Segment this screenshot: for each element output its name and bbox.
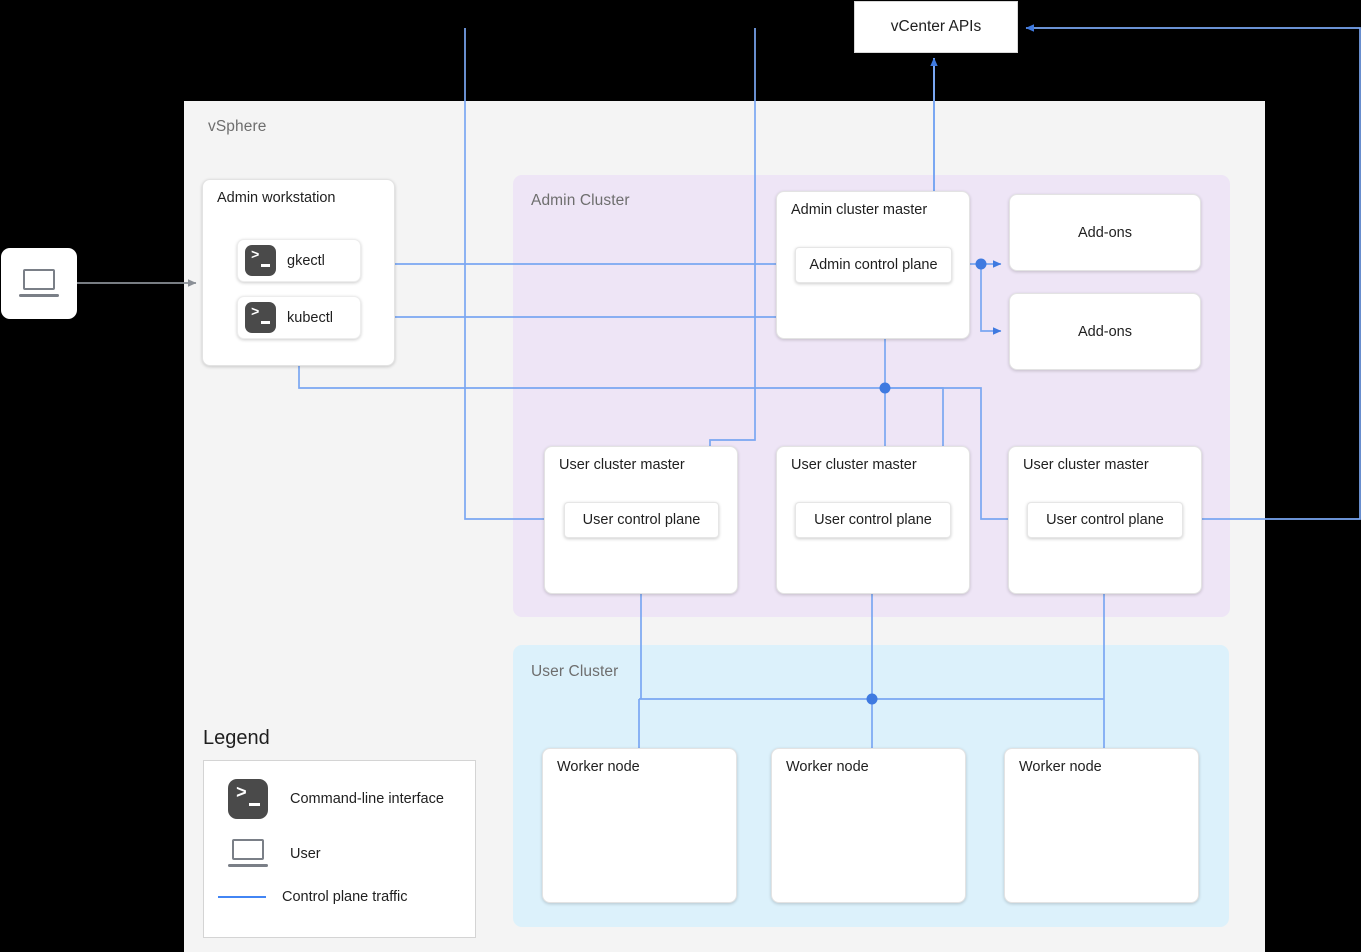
junction-dot: [879, 382, 891, 394]
worker-node-title: Worker node: [557, 759, 640, 775]
terminal-icon: [245, 302, 276, 333]
legend-item-user: User: [228, 839, 321, 869]
legend-title: Legend: [203, 727, 270, 749]
junction-dot: [866, 693, 878, 705]
addons-node-2[interactable]: Add-ons: [1009, 293, 1201, 370]
user-node: [1, 248, 77, 319]
legend-box: Command-line interface User Control plan…: [203, 760, 476, 938]
laptop-icon: [228, 839, 268, 869]
cli-label: kubectl: [287, 309, 333, 326]
admin-control-plane-node[interactable]: Admin control plane: [795, 247, 952, 283]
worker-node-1[interactable]: Worker node: [542, 748, 737, 903]
worker-node-title: Worker node: [1019, 759, 1102, 775]
user-control-plane-node-1[interactable]: User control plane: [564, 502, 719, 538]
user-cluster-label: User Cluster: [531, 663, 619, 680]
addons-node-1[interactable]: Add-ons: [1009, 194, 1201, 271]
addons-label: Add-ons: [1077, 323, 1132, 340]
terminal-icon: [228, 779, 268, 819]
worker-node-3[interactable]: Worker node: [1004, 748, 1199, 903]
line-swatch-icon: [218, 896, 266, 898]
legend-item-cli: Command-line interface: [228, 779, 444, 819]
user-cluster-master-title: User cluster master: [1023, 457, 1149, 473]
terminal-icon: [245, 245, 276, 276]
admin-workstation-title: Admin workstation: [217, 190, 336, 206]
user-cluster-master-title: User cluster master: [559, 457, 685, 473]
junction-dot: [975, 258, 987, 270]
worker-node-title: Worker node: [786, 759, 869, 775]
legend-item-label: Command-line interface: [290, 791, 444, 807]
user-control-plane-node-2[interactable]: User control plane: [795, 502, 951, 538]
legend-item-label: User: [290, 846, 321, 862]
user-cluster-master-title: User cluster master: [791, 457, 917, 473]
admin-cluster-label: Admin Cluster: [531, 192, 630, 209]
legend-item-traffic: Control plane traffic: [218, 889, 407, 905]
laptop-icon: [19, 268, 59, 299]
cli-item-kubectl[interactable]: kubectl: [237, 296, 361, 339]
cli-label: gkectl: [287, 252, 325, 269]
cli-item-gkectl[interactable]: gkectl: [237, 239, 361, 282]
addons-label: Add-ons: [1077, 224, 1132, 241]
worker-node-2[interactable]: Worker node: [771, 748, 966, 903]
vsphere-label: vSphere: [208, 118, 267, 135]
admin-cluster-master-title: Admin cluster master: [791, 202, 928, 218]
vcenter-apis-node[interactable]: vCenter APIs: [854, 1, 1018, 53]
user-control-plane-node-3[interactable]: User control plane: [1027, 502, 1183, 538]
legend-item-label: Control plane traffic: [282, 889, 408, 905]
